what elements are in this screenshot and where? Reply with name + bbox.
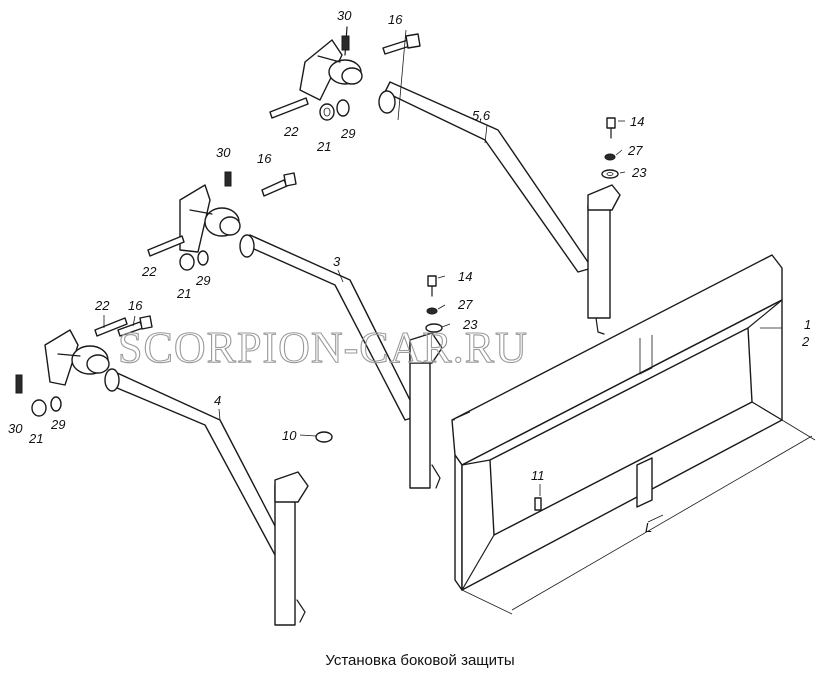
label-29-lower: 29: [50, 417, 65, 432]
figure-caption: Установка боковой защиты: [325, 652, 515, 669]
label-21-top: 21: [316, 139, 331, 154]
label-14-top: 14: [630, 114, 644, 129]
label-21-lower: 21: [28, 431, 43, 446]
label-30-top: 30: [337, 8, 352, 23]
bolt-22-middle: [147, 235, 185, 257]
washer-23-middle: [425, 323, 443, 333]
label-L: L: [645, 520, 652, 535]
label-16-lower: 16: [128, 298, 143, 313]
label-23-middle: 23: [462, 317, 478, 332]
upper-bracket-top: [299, 39, 363, 101]
guard-tube-5-6: [378, 81, 621, 335]
label-22-top: 22: [283, 124, 299, 139]
washer-27-top: [604, 153, 616, 161]
label-29-middle: 29: [195, 273, 210, 288]
bolt-16-top: [382, 33, 421, 55]
upper-bracket-lower: [44, 329, 110, 386]
bolt-16-middle: [261, 172, 297, 197]
guard-tube-3: [239, 234, 443, 489]
label-4: 4: [214, 393, 221, 408]
label-27-top: 27: [627, 143, 643, 158]
label-2: 2: [801, 334, 810, 349]
label-30-lower: 30: [8, 421, 23, 436]
bolt-14-middle: [427, 275, 437, 297]
label-22-middle: 22: [141, 264, 157, 279]
washer-29-top: [336, 99, 350, 117]
label-23-top: 23: [631, 165, 647, 180]
washer-29-lower: [50, 396, 62, 412]
label-27-middle: 27: [457, 297, 473, 312]
bolt-14-top: [606, 117, 616, 139]
label-5-6: 5,6: [472, 108, 491, 123]
plug-10: [315, 431, 333, 443]
guard-tube-4: [104, 368, 309, 626]
bolt-16-lower: [117, 315, 153, 337]
label-21-middle: 21: [176, 286, 191, 301]
label-10: 10: [282, 428, 297, 443]
label-3: 3: [333, 254, 341, 269]
bolt-22-lower: [94, 317, 128, 337]
bolt-22-top: [269, 97, 309, 119]
label-11: 11: [531, 468, 545, 483]
nut-21-middle: [179, 253, 195, 271]
label-29-top: 29: [340, 126, 355, 141]
label-16-top: 16: [388, 12, 403, 27]
leader-lines: [103, 29, 782, 496]
bolt-30-top: [341, 26, 350, 56]
nut-21-lower: [31, 399, 47, 417]
label-1: 1: [804, 317, 811, 332]
bolt-30-middle: [224, 171, 232, 187]
bolt-30-lower: [15, 374, 23, 394]
side-guard-frame: [451, 254, 816, 615]
part-11: [534, 497, 542, 511]
label-16-middle: 16: [257, 151, 272, 166]
label-30-middle: 30: [216, 145, 231, 160]
label-14-middle: 14: [458, 269, 472, 284]
position-labels: 30 16 22 21 29 5,6 14 27 23 30 16 22 21 …: [8, 8, 811, 535]
nut-21-top: [319, 103, 335, 121]
washer-29-middle: [197, 250, 209, 266]
upper-bracket-middle: [179, 184, 241, 253]
washer-27-middle: [426, 307, 438, 315]
label-22-lower: 22: [94, 298, 110, 313]
washer-23-top: [601, 169, 619, 179]
watermark: SCORPION-CAR.RU: [118, 323, 528, 372]
